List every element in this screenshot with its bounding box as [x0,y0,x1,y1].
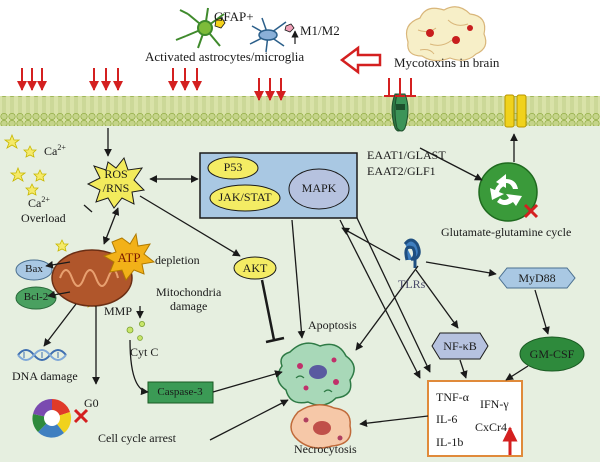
apoptotic-cell-icon [277,342,355,406]
gmcsf-label: GM-CSF [529,347,575,361]
astrocytes-label: Activated astrocytes/microglia [145,49,305,64]
brain-icon [405,6,487,62]
myd88-label: MyD88 [518,271,556,285]
eaat1-label: EAAT1/GLAST [367,148,446,162]
ifn-label: IFN-γ [480,397,509,411]
bcl2-label: Bcl-2 [23,291,49,303]
m1m2-label: M1/M2 [300,23,340,38]
calcium-stars [3,133,99,308]
gfap-label: GFAP+ [214,9,254,24]
mapk-label: MAPK [301,181,337,195]
bax-node [15,259,53,281]
channel-inhibition [384,78,416,97]
dna-helix-icon [17,349,67,361]
toxin-entry-arrows [17,68,286,101]
mitochondria-damage-label: Mitochondria damage [156,285,222,313]
caspase3-label: Caspase-3 [157,386,203,398]
eaat2-label: EAAT2/GLF1 [367,164,436,178]
cytc-label: Cyt C [130,345,159,359]
recycle-icon [478,162,539,222]
ca-label-1: Ca2+ [44,143,66,158]
cxcr4-label: CxCr4 [475,420,508,434]
necrotic-cell-icon [290,404,352,449]
akt-node [233,256,277,280]
cell-cycle-arrest-label: Cell cycle arrest [98,431,176,445]
cell-membrane [0,96,600,126]
bax-label: Bax [25,263,43,275]
p53-node [207,156,259,180]
cell-cycle-wheel [32,398,89,438]
apoptosis-label: Apoptosis [308,318,357,332]
mapk-node [288,168,350,210]
ca-label-2: Ca2+ [28,195,50,210]
glutamate-cycle-label: Glutamate-glutamine cycle [441,225,572,239]
dna-damage-label: DNA damage [12,369,78,383]
necrocytosis-label: Necrocytosis [294,442,357,456]
gmcsf-node [519,336,585,372]
pathway-arrows [43,128,550,441]
il6-label: IL-6 [436,412,458,426]
mitochondrion [51,249,133,307]
astrocyte-icon [175,7,226,49]
p53-label: P53 [223,160,243,174]
jakstat-node [209,184,281,212]
glutamine-channel [504,94,527,128]
atp-star [102,232,156,281]
g0-label: G0 [84,396,99,410]
depletion-label: depletion [155,253,200,267]
tlr-receptor [403,238,421,268]
tlrs-label: TLRs [398,277,426,291]
myd88-node [498,267,576,289]
il1b-label: IL-1b [436,435,464,449]
mmp-label: MMP [104,304,133,318]
big-red-arrow [339,45,382,75]
cytokine-box [427,380,523,457]
eaat-transporter [391,93,409,132]
jakstat-label: JAK/STAT [218,190,272,204]
tnf-label: TNF-α [436,390,469,404]
microglia-icon [249,17,295,53]
overload-label: Overload [21,211,66,225]
ros-label: ROS /RNS [102,167,130,195]
atp-label: ATP [117,250,141,265]
nfkb-label: NF-κB [443,339,477,353]
akt-inhibition [260,279,285,344]
mycotoxins-label: Mycotoxins in brain [394,55,500,70]
bcl2-node [15,286,57,310]
cytc-dots [126,320,145,341]
ros-rns-star [86,156,146,209]
akt-label: AKT [242,261,268,275]
nfkb-node [431,332,489,360]
